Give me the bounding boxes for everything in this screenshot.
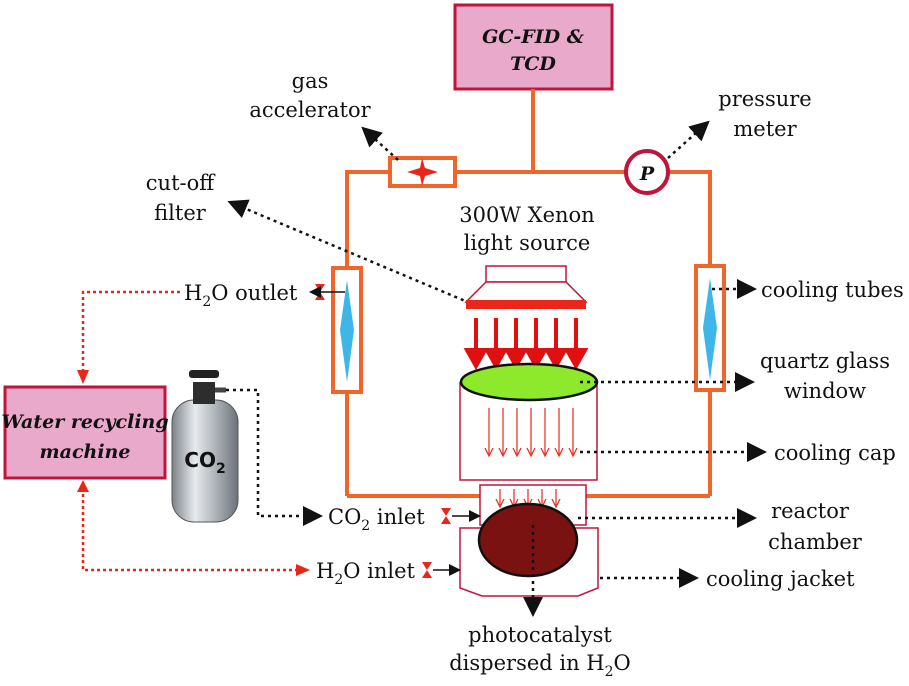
left-cooling-tube — [331, 266, 363, 394]
xenon-lamp-housing — [464, 265, 588, 303]
co2-cylinder — [171, 370, 239, 523]
co2-feed-line — [226, 388, 323, 526]
h2o-outlet-label: H2O outlet — [184, 281, 298, 310]
right-cooling-tube — [694, 264, 726, 392]
cutoff-label-line1: cut-off — [146, 171, 216, 195]
pressure-symbol: P — [639, 163, 655, 185]
cutoff-pointer — [227, 199, 471, 305]
h2o-inlet-arrowhead — [296, 564, 310, 576]
h2o-inlet-label: H2O inlet — [316, 559, 416, 588]
gas-accelerator-label-line2: accelerator — [249, 98, 371, 122]
cooling-tubes-label: cooling tubes — [761, 278, 904, 302]
gas-loop-pipe — [345, 89, 712, 498]
reactor-label-line2: chamber — [768, 530, 863, 554]
recycler-out-arrowhead — [77, 480, 89, 492]
water-recycling-box — [3, 385, 167, 480]
recycler-in-arrowhead — [77, 370, 89, 384]
recycler-label-line2: machine — [40, 441, 131, 463]
cooling-cap — [459, 382, 598, 481]
co2-inlet-valve — [441, 508, 451, 524]
gas-accelerator-label-line1: gas — [292, 69, 329, 93]
cap-flow-arrows — [484, 408, 578, 458]
pressure-label-line2: meter — [733, 117, 797, 141]
co2-inlet-label: CO2 inlet — [328, 505, 425, 534]
jacket-label: cooling jacket — [706, 567, 855, 591]
quartz-label-line1: quartz glass — [760, 349, 890, 373]
pressure-label-line1: pressure — [718, 87, 811, 111]
quartz-label-line2: window — [784, 379, 866, 403]
cooling-cap-label: cooling cap — [774, 441, 896, 465]
cutoff-label-line2: filter — [154, 201, 207, 225]
gc-fid-tcd-box — [453, 3, 614, 91]
accelerator-pointer — [361, 126, 399, 161]
pressure-gauge — [624, 149, 670, 195]
water-loop-lines — [81, 290, 296, 572]
reactor-label-line1: reactor — [771, 499, 850, 523]
light-beam-arrows — [463, 318, 589, 371]
photocatalyst-label-line1: photocatalyst — [468, 623, 612, 647]
h2o-inlet-valve — [422, 562, 432, 578]
recycler-label-line1: Water recycling — [1, 411, 168, 433]
xenon-label-line1: 300W Xenon — [459, 203, 594, 227]
photocatalyst-label-line2: dispersed in H2O — [449, 651, 631, 680]
quartz-glass-window — [459, 362, 599, 402]
gc-label-line2: TCD — [510, 53, 556, 75]
cutoff-filter-plate — [466, 300, 586, 309]
gc-label-line1: GC-FID & — [482, 26, 584, 48]
gas-accelerator-component — [388, 156, 457, 188]
xenon-label-line2: light source — [464, 231, 591, 255]
cylinder-label: CO2 — [184, 448, 225, 477]
photocatalyst-suspension — [477, 502, 579, 578]
pressure-pointer — [667, 120, 710, 159]
